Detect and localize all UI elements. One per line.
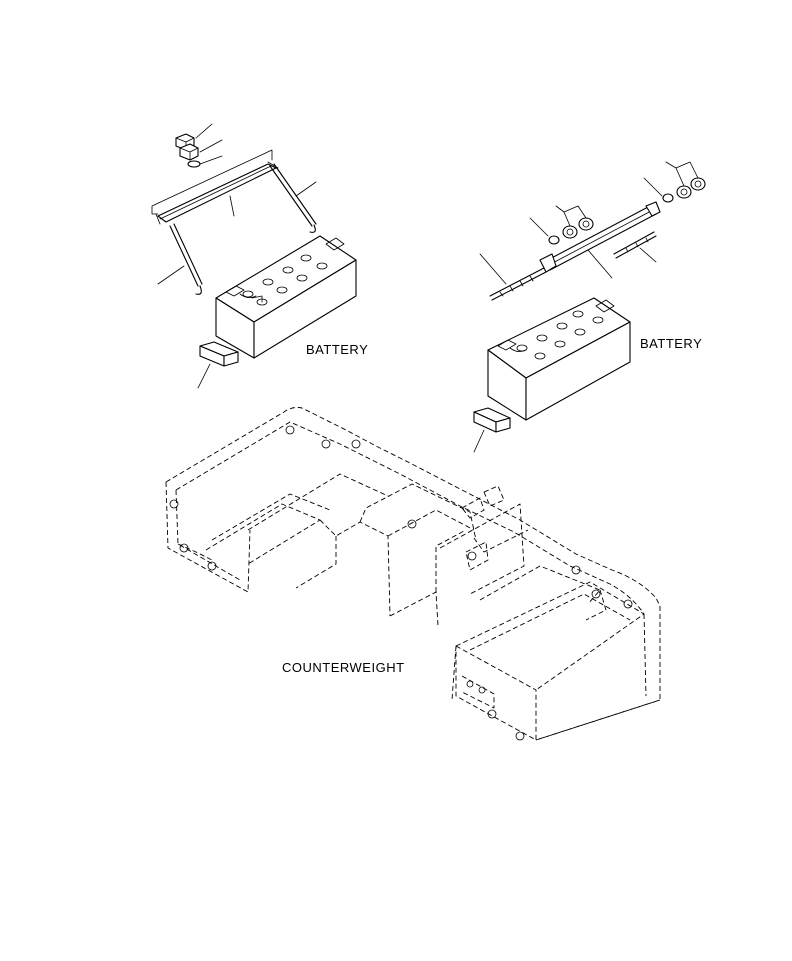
nut-icon	[578, 217, 594, 231]
left-battery-assembly: BATTERY	[151, 123, 368, 389]
battery-label-right: BATTERY	[640, 336, 702, 351]
washer-icon	[662, 193, 674, 203]
bracket-icon	[539, 201, 661, 273]
nut-icon	[676, 185, 692, 199]
battery-label-left: BATTERY	[306, 342, 368, 357]
bolt-icon	[489, 267, 547, 301]
bolt-icon	[169, 223, 203, 295]
bracket-icon	[155, 161, 279, 225]
pad-icon	[199, 341, 239, 367]
nut-icon	[690, 177, 706, 191]
counterweight-label: COUNTERWEIGHT	[282, 660, 405, 675]
bolt-icon	[269, 163, 317, 233]
pad-icon	[473, 407, 511, 433]
washer-icon	[187, 160, 201, 168]
right-battery-assembly: BATTERY	[473, 161, 706, 453]
nut-icon	[179, 143, 199, 161]
battery-icon	[487, 297, 631, 421]
nut-icon	[562, 225, 578, 239]
counterweight-icon	[165, 407, 661, 741]
washer-icon	[548, 235, 560, 245]
battery-icon	[215, 235, 357, 359]
bolt-icon	[613, 231, 657, 259]
